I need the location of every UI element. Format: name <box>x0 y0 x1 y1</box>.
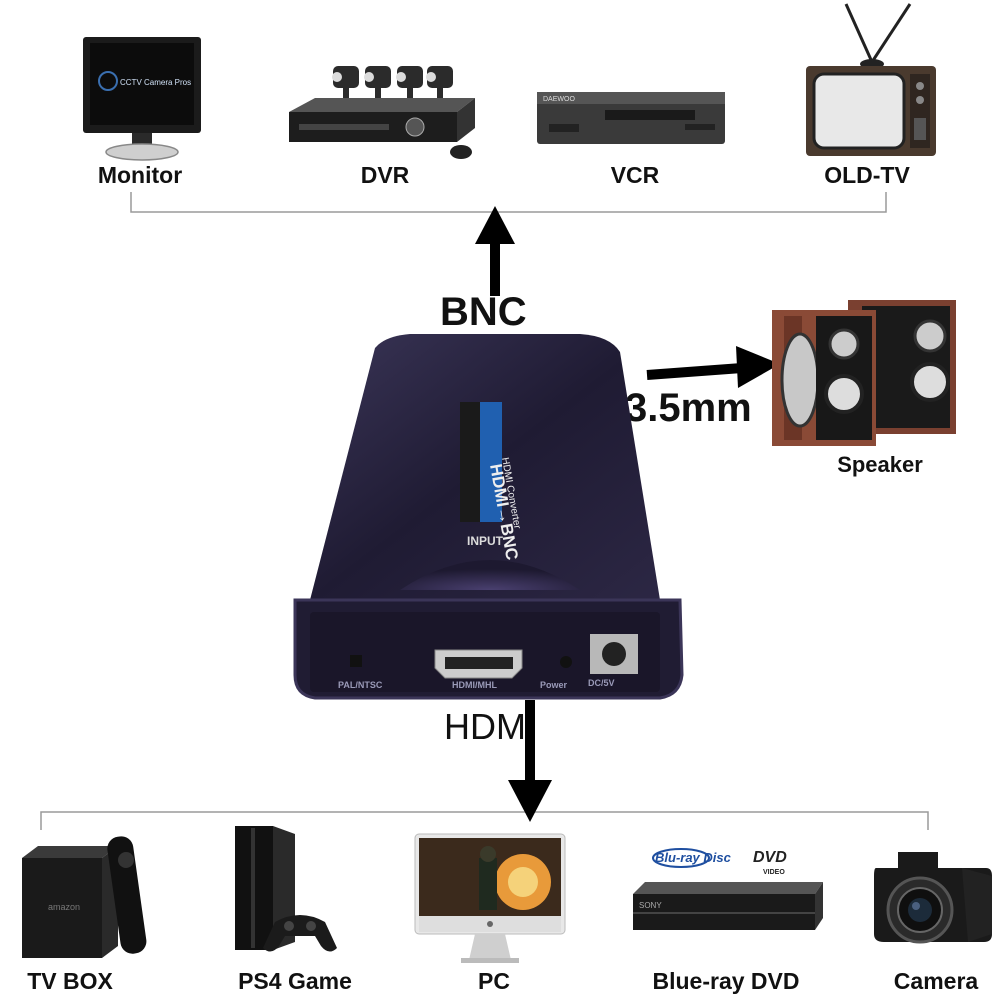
bnc-arrow <box>475 206 515 296</box>
port-pal-label: PAL/NTSC <box>338 680 383 690</box>
port-power-label: Power <box>540 680 568 690</box>
audio-arrow <box>646 346 780 388</box>
tv-box-brand: amazon <box>48 902 80 912</box>
port-dc-label: DC/5V <box>588 678 615 688</box>
tv-box-label: TV BOX <box>27 968 113 994</box>
hdmi-arrow <box>508 700 552 822</box>
pc-label: PC <box>478 968 510 994</box>
port-hdmi-label: HDMI/MHL <box>452 680 497 690</box>
bluray-logo-text: Blu-ray Disc <box>655 850 732 865</box>
bluray-label: Blue-ray DVD <box>652 968 800 994</box>
bnc-label: BNC <box>440 290 527 334</box>
speaker-label: Speaker <box>837 452 923 477</box>
bluray-player-icon: Blu-ray Disc DVD VIDEO SONY <box>633 848 823 930</box>
monitor-icon: CCTV Camera Pros <box>83 37 201 161</box>
camera-label: Camera <box>893 968 979 994</box>
hdmi-bnc-converter: HDMI→BNC HDMI Converter INPUT PAL/NTSC H… <box>293 334 684 700</box>
ps4-icon <box>235 826 337 952</box>
bluray-player-brand: SONY <box>639 901 662 910</box>
ps4-label: PS4 Game <box>238 968 352 994</box>
speaker-icon <box>772 300 956 446</box>
audio-label: 3.5mm <box>625 386 752 430</box>
monitor-screen-text: CCTV Camera Pros <box>120 78 191 87</box>
dvr-icon <box>289 66 475 159</box>
vcr-label: VCR <box>610 162 660 188</box>
vcr-icon: DAEWOO <box>537 92 725 144</box>
vcr-brand: DAEWOO <box>543 96 575 103</box>
old-tv-icon <box>806 3 936 156</box>
dvd-logo-text: DVD <box>753 849 787 866</box>
monitor-label: Monitor <box>97 162 183 188</box>
pc-icon <box>414 833 566 963</box>
camera-icon <box>874 852 992 944</box>
dvr-label: DVR <box>360 162 410 188</box>
converter-input-label: INPUT <box>467 534 504 548</box>
tv-box-icon: amazon <box>22 836 147 958</box>
dvd-video-text: VIDEO <box>763 869 785 876</box>
hdmi-label: HDM <box>444 706 526 747</box>
old-tv-label: OLD-TV <box>824 162 910 188</box>
